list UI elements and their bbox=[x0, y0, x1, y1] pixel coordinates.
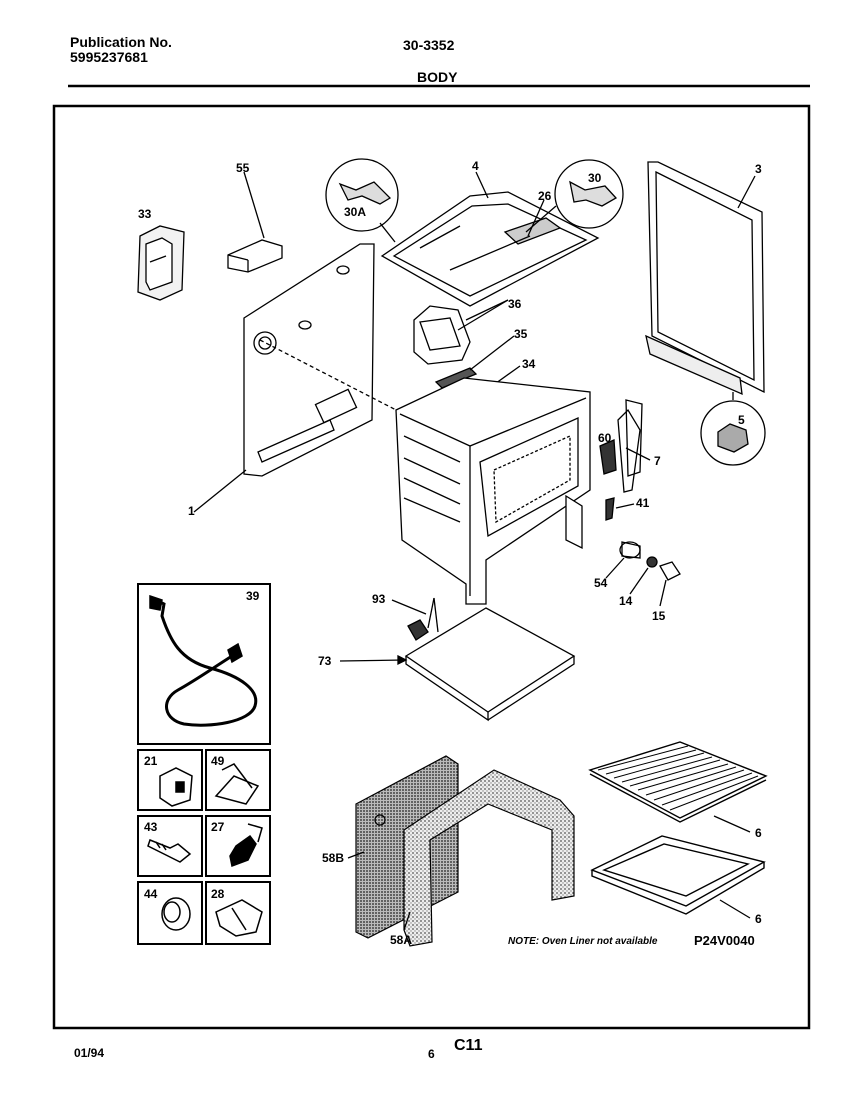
callout-54: 54 bbox=[594, 576, 608, 590]
part-14-ring bbox=[646, 556, 658, 568]
callout-21: 21 bbox=[144, 754, 158, 768]
callout-30: 30 bbox=[588, 171, 602, 185]
box-44 bbox=[137, 881, 203, 945]
part-36-duct bbox=[413, 305, 471, 365]
part-6-broiler-pan bbox=[590, 835, 766, 915]
section-title: BODY bbox=[417, 69, 458, 85]
callout-35: 35 bbox=[514, 327, 528, 341]
callout-15: 15 bbox=[652, 609, 666, 623]
callout-26: 26 bbox=[538, 189, 552, 203]
part-49-bracket bbox=[214, 775, 260, 805]
part-27-clip bbox=[229, 834, 257, 868]
box-39 bbox=[137, 583, 271, 745]
detail-5-circle bbox=[700, 400, 766, 466]
part-41-pin bbox=[605, 497, 615, 521]
callout-93: 93 bbox=[372, 592, 386, 606]
oven-body bbox=[395, 377, 591, 605]
box-28 bbox=[205, 881, 271, 945]
drawing-id: P24V0040 bbox=[694, 933, 755, 948]
callout-14: 14 bbox=[619, 594, 633, 608]
part-55-bar bbox=[227, 239, 283, 273]
callout-5: 5 bbox=[738, 413, 745, 427]
callout-1: 1 bbox=[188, 504, 195, 518]
callout-41: 41 bbox=[636, 496, 650, 510]
callout-7: 7 bbox=[654, 454, 661, 468]
part-3-side-panel bbox=[645, 161, 765, 396]
callout-36: 36 bbox=[508, 297, 522, 311]
part-58a-insulation bbox=[403, 769, 575, 947]
callout-60: 60 bbox=[598, 431, 612, 445]
callout-43: 43 bbox=[144, 820, 158, 834]
callout-39: 39 bbox=[246, 589, 260, 603]
callout-33: 33 bbox=[138, 207, 152, 221]
callout-55: 55 bbox=[236, 161, 250, 175]
callout-28: 28 bbox=[211, 887, 225, 901]
callout-34: 34 bbox=[522, 357, 536, 371]
box-27 bbox=[205, 815, 271, 877]
callout-27: 27 bbox=[211, 820, 225, 834]
part-1-back-panel bbox=[243, 243, 375, 477]
part-73-bottom-panel bbox=[404, 607, 576, 722]
publication-label: Publication No. bbox=[70, 34, 172, 50]
callout-58a: 58A bbox=[390, 933, 413, 947]
part-93-sensor bbox=[407, 597, 439, 641]
part-15-cap bbox=[659, 561, 681, 581]
box-49 bbox=[205, 749, 271, 811]
part-60-bracket bbox=[599, 439, 617, 475]
footer-date: 01/94 bbox=[74, 1046, 105, 1060]
part-39-cord bbox=[155, 598, 258, 727]
publication-number: 5995237681 bbox=[70, 49, 148, 65]
oven-liner-note: NOTE: Oven Liner not available bbox=[508, 936, 658, 947]
part-35-strip bbox=[434, 367, 478, 389]
callout-44: 44 bbox=[144, 887, 158, 901]
callout-6-pan: 6 bbox=[755, 912, 762, 926]
callout-58b: 58B bbox=[322, 851, 345, 865]
part-43-screw bbox=[147, 839, 192, 863]
footer-page: 6 bbox=[428, 1047, 435, 1061]
box-43 bbox=[137, 815, 203, 877]
box-21 bbox=[137, 749, 203, 811]
callout-3: 3 bbox=[755, 162, 762, 176]
page-frame bbox=[52, 104, 811, 1030]
footer-code: C11 bbox=[454, 1037, 483, 1054]
callout-73: 73 bbox=[318, 654, 332, 668]
model-number: 30-3352 bbox=[403, 37, 455, 53]
part-7-hinge bbox=[617, 408, 641, 493]
detail-30-circle bbox=[554, 159, 624, 229]
part-6-oven-rack bbox=[588, 741, 768, 823]
part-33-block bbox=[137, 225, 185, 301]
callout-30a: 30A bbox=[344, 205, 367, 219]
callout-6-rack: 6 bbox=[755, 826, 762, 840]
callout-4: 4 bbox=[472, 159, 479, 173]
detail-30a-circle bbox=[325, 158, 399, 232]
callout-49: 49 bbox=[211, 754, 225, 768]
part-4-top-cover bbox=[380, 191, 600, 307]
